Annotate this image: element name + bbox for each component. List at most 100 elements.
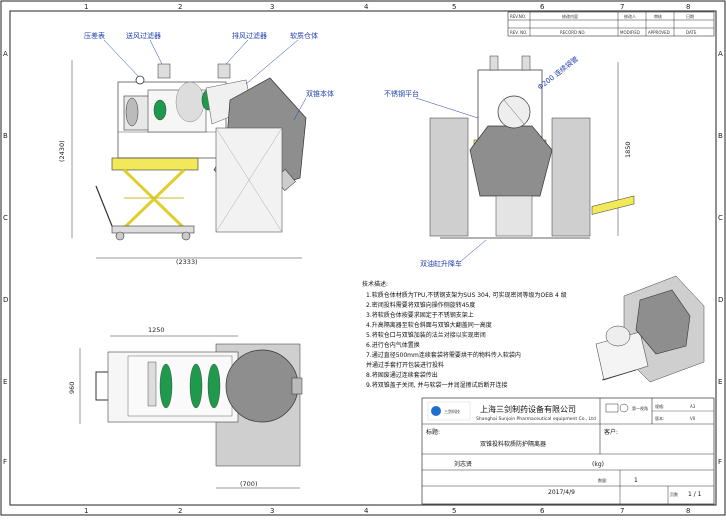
title-block: 三剑科技 上海三剑制药设备有限公司 Shanghai Sunjoin Pharm… (421, 397, 715, 505)
grid-col-bottom: 3 (270, 507, 274, 515)
rev-head-en: MODIFIED (620, 30, 640, 35)
drawing-name: 双锥投料软质防护隔离器 (480, 440, 546, 448)
grid-row-right: F (718, 458, 722, 466)
tech-line: 4.升高隔离器至软仓斜面与双锥大翻盖同一高度 (366, 321, 492, 329)
rev-head-en: RECORD NO. (560, 30, 586, 35)
grid-col-top: 6 (540, 3, 545, 11)
grid-col-bottom: 6 (540, 507, 545, 515)
dim-width-bottom: (700) (240, 480, 257, 488)
version-label: 版本: (655, 415, 664, 421)
grid-row-left: B (3, 132, 8, 140)
label-lift-cart: 双油缸升降车 (420, 259, 462, 268)
rev-head-en: DATE (686, 30, 697, 35)
label-inlet-filter: 送风过滤器 (126, 31, 161, 40)
rev-head: 审核 (654, 13, 662, 19)
label-cone-body: 双锥本体 (306, 89, 334, 98)
grid-row-left: D (3, 296, 8, 304)
top-view: 1250 960 (700) (68, 326, 303, 489)
tech-line: 7.通过直径500mm连续套袋将需要烘干的物料传入软袋内 (366, 351, 521, 359)
page-value: 1 / 1 (688, 491, 702, 498)
grid-col-top: 5 (452, 3, 456, 11)
rev-head-en: APPROVED (648, 30, 670, 35)
drawing-date: 2017/4/9 (548, 489, 575, 496)
size-value: A3 (690, 404, 696, 409)
exhaust-filter (217, 63, 231, 79)
company-logo (427, 401, 471, 421)
dim-width-top: 1250 (148, 326, 165, 334)
grid-row-left: E (3, 378, 7, 386)
grid-col-bottom: 8 (686, 507, 690, 515)
tech-line: 9.将双锥盖子关闭, 并与软袋一并润湿擦试后断开连接 (366, 381, 508, 389)
glove-port-1 (153, 99, 167, 121)
projection-symbol (605, 403, 629, 413)
rev-head: 修改人 (624, 13, 636, 19)
inner-frame (9, 10, 717, 506)
tech-line: 并通过手套打开包装进行投料 (366, 361, 444, 369)
top-glove-2 (189, 363, 203, 409)
dim-height-top: 960 (68, 382, 76, 394)
logo-text: 三剑科技 (444, 408, 460, 414)
projection-label: 第一视角 (632, 405, 648, 411)
tech-line: 2.密闭投料需要将双锥向操作侧旋转45度 (366, 301, 475, 309)
company-en: Shanghai Sunjoin Pharmaceutical equipmen… (476, 416, 596, 422)
rev-head-en: REV. NO. (510, 30, 527, 35)
tech-line: 1.软质仓体材质为TPU,不锈钢支架为SUS 304, 可实现密闭等级为OEB … (366, 291, 567, 299)
grid-col-top: 7 (620, 3, 624, 11)
title-label: 标题: (426, 428, 440, 436)
top-glove-1 (159, 363, 173, 409)
grid-col-bottom: 7 (620, 507, 624, 515)
tech-line: 3.将软质仓体按要求固定于不锈钢支架上 (366, 311, 474, 319)
grid-row-left: F (3, 458, 7, 466)
quantity-label: 数量: (598, 477, 607, 483)
grid-rows-left: A B C D E F (3, 50, 8, 466)
grid-row-left: A (3, 50, 8, 58)
company-cn: 上海三剑制药设备有限公司 (480, 404, 576, 414)
grid-col-bottom: 4 (364, 507, 369, 515)
grid-col-top: 8 (686, 3, 690, 11)
quantity-value: 1 (634, 477, 638, 484)
grid-col-top: 2 (178, 3, 182, 11)
label-soft-bin: 软质仓体 (290, 31, 318, 40)
side-view: 不锈钢平台 Φ200 连续袋管 双油缸升降车 1850 (384, 54, 632, 268)
rev-head: 修改内容 (562, 13, 578, 19)
label-steel-platform: 不锈钢平台 (384, 89, 419, 98)
grid-row-left: C (3, 214, 8, 222)
grid-row-right: D (718, 296, 723, 304)
cart-base (111, 225, 195, 234)
cart-handle (95, 185, 113, 227)
size-label: 规格: (655, 403, 664, 409)
grid-col-bottom: 2 (178, 507, 182, 515)
grid-col-top: 3 (270, 3, 274, 11)
grid-cols-bottom: 1 2 3 4 5 6 7 8 (84, 507, 690, 515)
dim-height-front: (2430) (58, 140, 66, 162)
grid-cols-top: 1 2 3 4 5 6 7 8 (84, 3, 690, 11)
revision-table: REV.NO. 修改内容 修改人 审核 日期 REV. NO. RECORD N… (507, 11, 715, 37)
grid-col-top: 1 (84, 3, 88, 11)
grid-col-bottom: 5 (452, 507, 456, 515)
page-label: 页数 (670, 491, 678, 497)
tech-title: 技术描述: (362, 280, 388, 288)
logo-icon (431, 406, 441, 416)
designer: 刘志贤 (454, 460, 472, 468)
grid-row-right: A (718, 50, 723, 58)
weight-unit: (kg) (592, 461, 604, 468)
top-glove-3 (207, 363, 221, 409)
label-exhaust-filter: 排风过滤器 (232, 31, 267, 40)
tech-description: 技术描述: 1.软质仓体材质为TPU,不锈钢支架为SUS 304, 可实现密闭等… (362, 280, 567, 389)
tech-line: 5.将软仓口与双锥加装的法兰对接以实现密闭 (366, 331, 486, 339)
grid-rows-right: A B C D E F (718, 50, 723, 466)
top-cone (225, 349, 299, 423)
grid-row-right: E (718, 378, 722, 386)
grid-row-right: B (718, 132, 723, 140)
rev-head: REV.NO. (510, 14, 526, 19)
side-cone (469, 125, 553, 197)
rev-head: 日期 (686, 13, 694, 19)
isometric-view (591, 195, 705, 383)
pressure-gauge (135, 75, 145, 85)
tech-line: 8.将固废通过连续套袋传出 (366, 371, 438, 379)
top-handle (95, 371, 108, 401)
lift-platform (111, 157, 199, 171)
